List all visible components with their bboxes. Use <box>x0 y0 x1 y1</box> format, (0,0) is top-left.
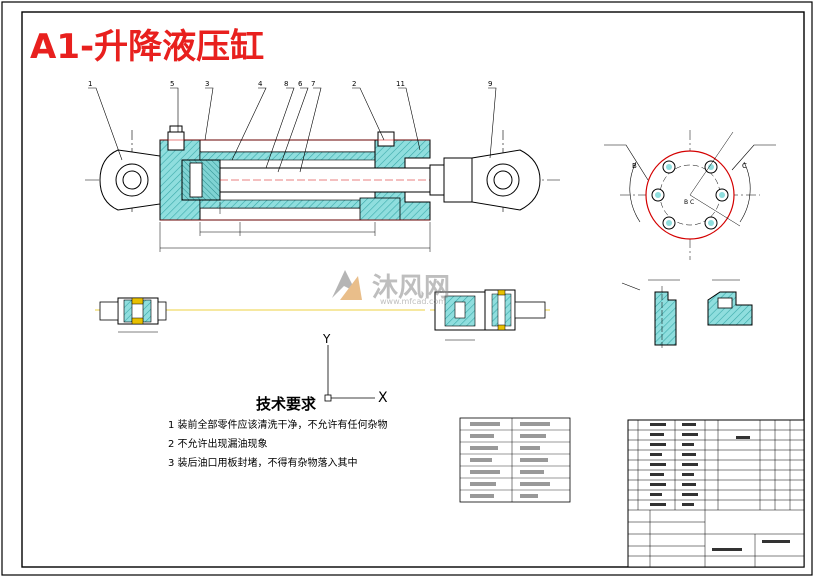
parts-list-title-block <box>627 419 805 568</box>
oil-port-front <box>377 131 395 147</box>
part-number-5: 5 <box>170 80 174 88</box>
front-clevis-eye <box>471 149 541 211</box>
part-number-labels: 1 5 3 4 8 6 7 2 11 9 <box>88 80 492 88</box>
barrel-bottom-wall <box>199 207 376 221</box>
rear-clevis-eye <box>99 149 161 211</box>
piston-section-left <box>95 297 425 333</box>
tech-requirement-1: 1 装前全部零件应该清洗干净，不允许有任何杂物 <box>168 418 388 431</box>
watermark-logo-icon <box>332 270 362 300</box>
part-number-6: 6 <box>298 80 303 88</box>
tech-requirements-heading: 技术要求 <box>256 395 317 413</box>
part-number-9: 9 <box>488 80 492 88</box>
axis-y-label: Y <box>322 332 331 346</box>
section-label-bc: B C <box>684 199 694 206</box>
flange-bolt-holes <box>651 160 729 230</box>
section-label-c: C <box>742 162 747 170</box>
part-number-7: 7 <box>311 80 315 88</box>
drawing-title: A1-升降液压缸 <box>30 27 264 67</box>
watermark-url: www.mfcad.com <box>380 297 446 306</box>
detail-section-b <box>621 279 680 350</box>
axis-x-label: X <box>378 390 388 406</box>
inner-border <box>21 11 805 568</box>
part-leaders <box>88 87 497 173</box>
part-number-11: 11 <box>396 80 405 88</box>
part-number-1: 1 <box>88 80 92 88</box>
watermark-brand: 沐风网 <box>372 273 450 303</box>
coordinate-axes: Y X <box>322 332 388 406</box>
oil-port-rear <box>167 131 185 151</box>
part-number-3: 3 <box>205 80 209 88</box>
dimension-lines <box>159 202 431 252</box>
spec-table <box>459 417 571 503</box>
tech-requirement-3: 3 装后油口用板封堵，不得有杂物落入其中 <box>168 456 358 469</box>
watermark: 沐风网 www.mfcad.com <box>332 270 450 306</box>
section-label-b: B <box>632 162 637 170</box>
part-number-8: 8 <box>284 80 288 88</box>
flange-end-view: B C B C <box>604 130 776 260</box>
part-number-4: 4 <box>258 80 263 88</box>
gland-section-center <box>430 289 550 341</box>
tech-requirement-2: 2 不允许出现漏油现象 <box>168 437 268 450</box>
part-number-2: 2 <box>352 80 356 88</box>
detail-section-c <box>707 279 753 326</box>
technical-requirements: 技术要求 1 装前全部零件应该清洗干净，不允许有任何杂物 2 不允许出现漏油现象… <box>168 395 388 469</box>
main-cylinder-view: 1 5 3 4 8 6 7 2 11 9 <box>85 80 560 252</box>
